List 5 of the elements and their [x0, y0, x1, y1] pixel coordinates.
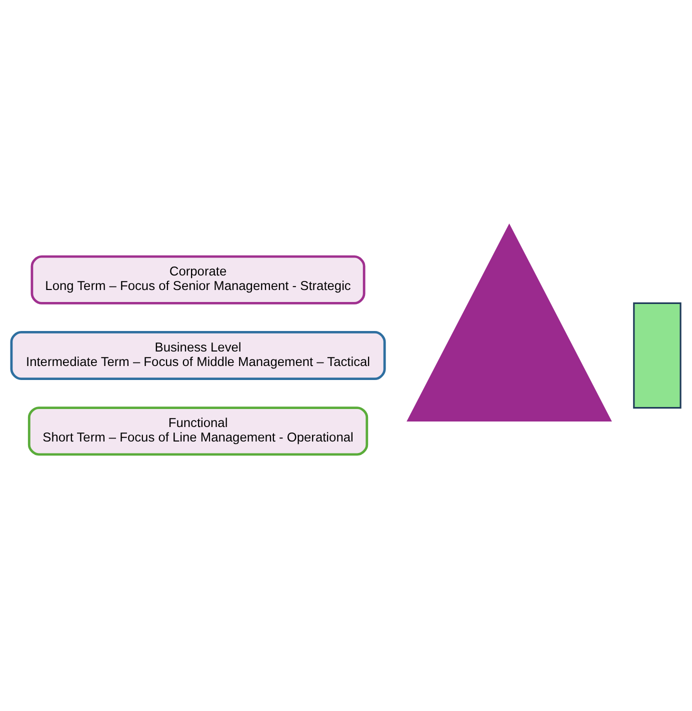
- node-box: [633, 302, 682, 409]
- node-box: Functional Short Term – Focus of Line Management - Operational: [28, 406, 368, 456]
- node-triangle: [406, 223, 612, 422]
- node-box: Business Level Intermediate Term – Focus of Middle Management – Tactical: [10, 330, 386, 380]
- node-box: Corporate Long Term – Focus of Senior Management - Strategic: [30, 255, 366, 304]
